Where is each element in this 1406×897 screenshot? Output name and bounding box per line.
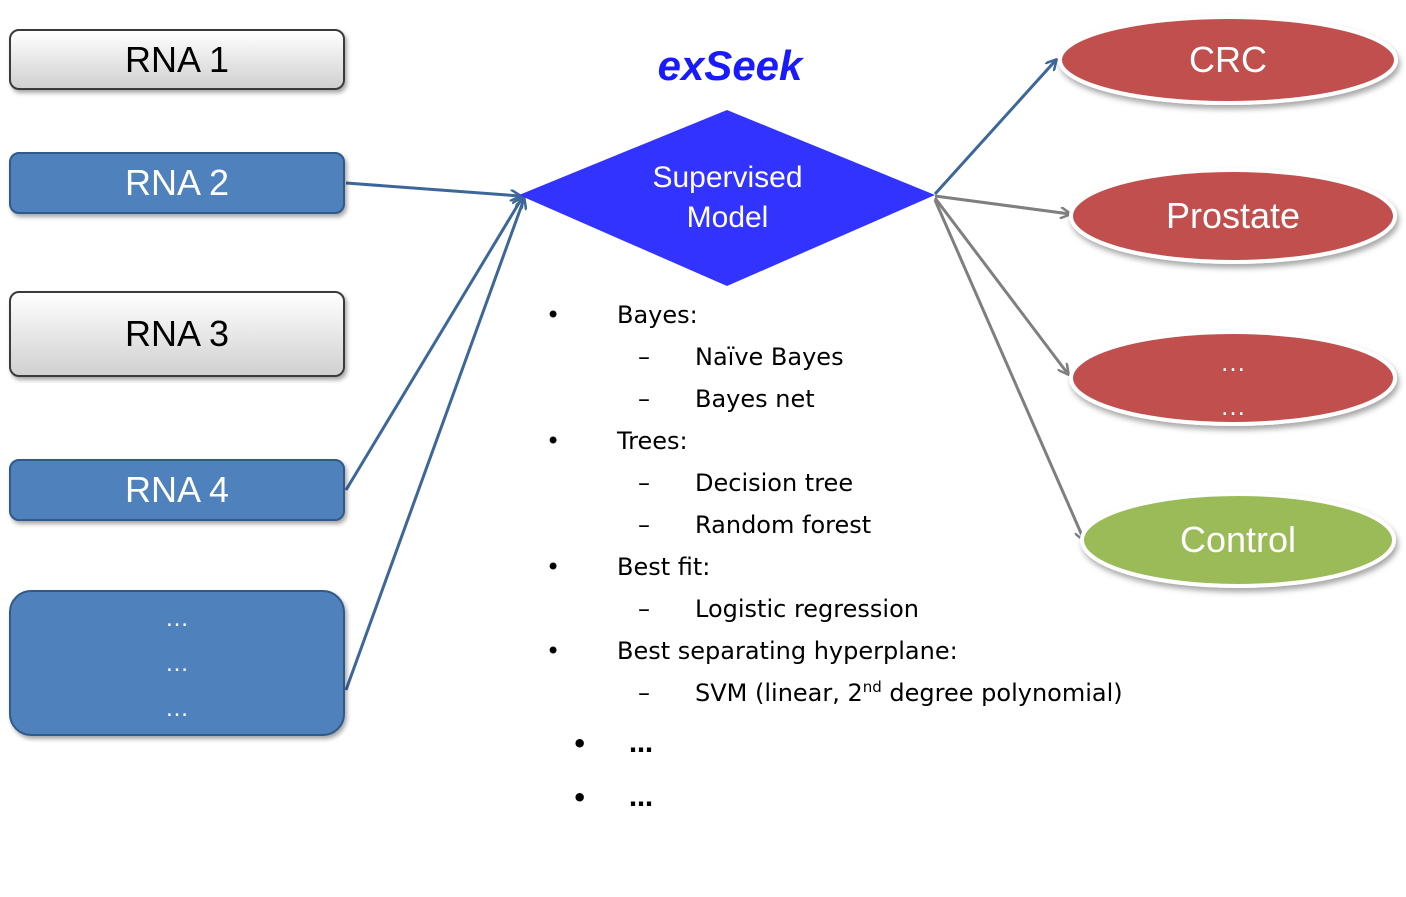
method-item-svm: SVM (linear, 2nd degree polynomial)	[695, 679, 1123, 707]
list-dash: –	[638, 385, 650, 413]
list-dash: –	[638, 343, 650, 371]
output-more-ellipse	[1069, 330, 1397, 426]
rna-4-label: RNA 4	[124, 469, 230, 510]
svm-prefix: SVM (linear, 2	[695, 679, 863, 707]
list-bullet: •	[572, 784, 588, 812]
method-item: Bayes net	[695, 385, 815, 413]
list-bullet: •	[546, 301, 561, 329]
rna-2-label: RNA 2	[124, 162, 230, 203]
model-label: Supervised Model	[600, 158, 855, 238]
arrow-rna-more-to-model	[344, 199, 524, 691]
method-category: Bayes:	[617, 301, 698, 329]
list-dash: –	[638, 511, 650, 539]
list-bullet: •	[546, 553, 561, 581]
rna-more-line: …	[165, 604, 189, 632]
method-category: Best separating hyperplane:	[617, 637, 958, 665]
method-item: Logistic regression	[695, 595, 919, 623]
model-label-line1: Supervised	[652, 161, 803, 194]
rna-more-line: …	[165, 694, 189, 722]
arrow-rna4-to-model	[344, 198, 522, 491]
arrow-rna2-to-model	[345, 181, 520, 196]
diagram-title: exSeek	[657, 42, 803, 89]
method-item: Naïve Bayes	[695, 343, 844, 371]
output-more-label: … …	[1071, 340, 1395, 428]
rna-3-box: RNA 3	[9, 291, 345, 377]
method-category: Trees:	[617, 427, 688, 455]
list-dash: –	[638, 679, 650, 707]
more-methods-item: …	[629, 730, 653, 758]
list-bullet: •	[546, 427, 561, 455]
list-bullet: •	[546, 637, 561, 665]
method-item: Decision tree	[695, 469, 854, 497]
rna-4-box: RNA 4	[9, 459, 345, 521]
rna-more-box: … … …	[9, 590, 345, 736]
list-dash: –	[638, 595, 650, 623]
arrow-model-to-control	[933, 199, 1084, 540]
method-category: Best fit:	[617, 553, 711, 581]
supervised-model-diamond	[519, 110, 935, 286]
output-prostate-label: Prostate	[1165, 195, 1301, 236]
rna-more-line: …	[165, 649, 189, 677]
output-more-line: …	[1220, 347, 1246, 377]
arrow-model-to-prostate	[934, 194, 1070, 214]
output-more-line: …	[1220, 391, 1246, 421]
more-methods-item: …	[629, 784, 653, 812]
output-control-ellipse	[1080, 492, 1396, 588]
rna-1-label: RNA 1	[124, 38, 230, 80]
arrow-model-to-crc	[933, 60, 1056, 196]
rna-1-box: RNA 1	[9, 29, 345, 90]
output-control-label: Control	[1179, 519, 1297, 560]
output-crc-ellipse	[1058, 15, 1398, 105]
rna-2-box: RNA 2	[9, 152, 345, 214]
arrow-model-to-more	[933, 197, 1068, 374]
svm-suffix: degree polynomial)	[881, 679, 1123, 707]
method-item: Random forest	[695, 511, 872, 539]
model-label-line2: Model	[686, 201, 769, 234]
output-crc-label: CRC	[1189, 39, 1267, 80]
output-prostate-ellipse	[1069, 168, 1397, 264]
rna-3-label: RNA 3	[124, 313, 230, 354]
svm-superscript: nd	[862, 678, 882, 696]
list-dash: –	[638, 469, 650, 497]
list-bullet: •	[572, 730, 588, 758]
